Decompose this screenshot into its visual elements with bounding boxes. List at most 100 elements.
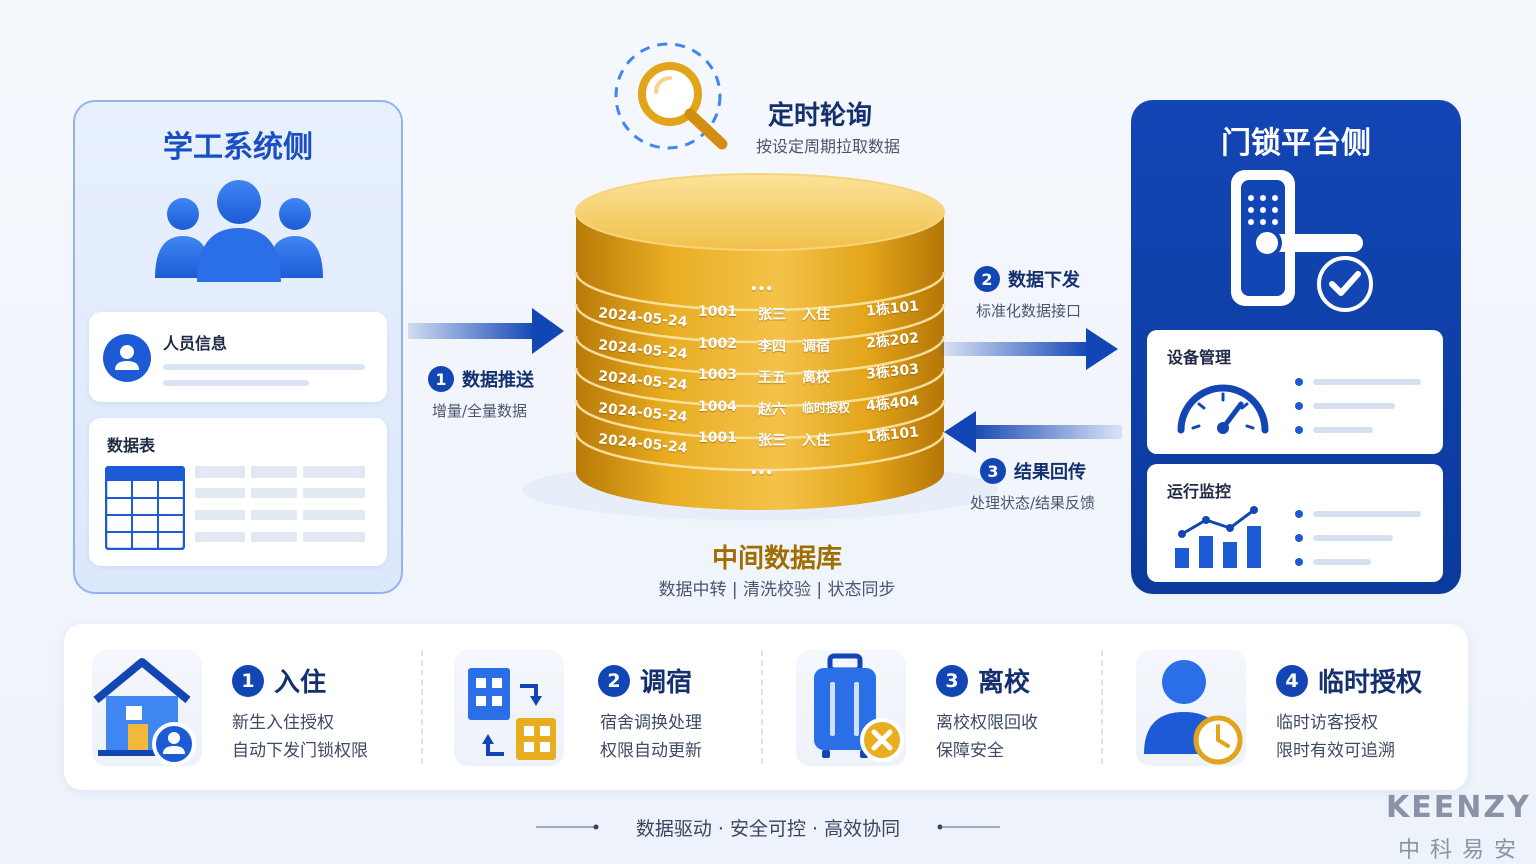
runtime-monitor-card: 运行监控 xyxy=(1147,464,1443,582)
data-table-card: 数据表 xyxy=(89,418,387,566)
scenario-icon-bg xyxy=(454,650,564,766)
device-management-label: 设备管理 xyxy=(1167,348,1232,367)
data-table-label: 数据表 xyxy=(107,436,156,455)
polling-title: 定时轮询 xyxy=(768,101,873,131)
push-sub: 增量/全量数据 xyxy=(432,402,528,420)
record-cell-name: 王五 xyxy=(758,370,786,386)
record-cell-room: 1001 xyxy=(698,304,737,320)
record-cell-name: 赵六 xyxy=(758,401,786,418)
middle-database-cylinder xyxy=(514,173,1006,530)
scenario-room-change-label: 调宿 xyxy=(640,668,693,698)
placeholder-line xyxy=(1313,379,1421,385)
step-3-badge: 3 xyxy=(980,458,1006,484)
database-title: 中间数据库 xyxy=(711,544,842,574)
brand-logo-cn: 中科易安 xyxy=(1398,838,1527,863)
record-cell-action: 入住 xyxy=(802,307,830,323)
placeholder-line xyxy=(1313,511,1421,517)
push-flow-label: 1 数据推送 增量/全量数据 xyxy=(428,366,534,421)
slogan-line-right xyxy=(937,824,1000,830)
record-cell-room: 1001 xyxy=(698,430,737,446)
record-cell-action: 调宿 xyxy=(802,338,830,355)
placeholder-line xyxy=(1313,535,1393,541)
student-system-panel: 学工系统侧 人员信息 数据表 xyxy=(73,100,403,594)
scenario-checkin-line2: 自动下发门锁权限 xyxy=(232,741,368,761)
luggage-icon xyxy=(814,653,904,762)
record-cell-date: 2024-05-24 xyxy=(597,399,689,426)
records-ellipsis-top: ••• xyxy=(750,282,774,296)
scenario-1-badge: 1 xyxy=(232,664,264,697)
student-system-title: 学工系统侧 xyxy=(163,130,313,165)
scenario-checkin: 1 入住 新生入住授权 自动下发门锁权限 xyxy=(64,624,404,790)
step-1-badge: 1 xyxy=(428,366,454,392)
record-cell-date: 2024-05-24 xyxy=(597,431,689,457)
scenario-temp-auth-line2: 限时有效可追溯 xyxy=(1276,741,1395,761)
person-info-card: 人员信息 xyxy=(89,312,387,402)
user-avatar-icon xyxy=(103,334,151,382)
smart-lock-icon xyxy=(1231,170,1373,312)
scenario-3-badge: 3 xyxy=(936,664,968,697)
magnifier-icon xyxy=(614,42,728,150)
scenario-strip: 1 入住 新生入住授权 自动下发门锁权限 xyxy=(64,624,1468,790)
record-cell-bed: 4栋404 xyxy=(865,392,920,415)
step-2-badge: 2 xyxy=(974,266,1000,292)
scenario-icon-bg xyxy=(796,650,906,766)
table-placeholder-rows xyxy=(195,466,365,542)
scenario-temp-auth-label: 临时授权 xyxy=(1318,668,1423,698)
feedback-arrow xyxy=(944,411,1122,453)
record-cell-room: 1003 xyxy=(698,367,737,383)
record-cell-name: 李四 xyxy=(758,338,786,355)
brand-logo-en: KEENZY xyxy=(1386,790,1531,825)
scenario-room-change: 2 调宿 宿舍调换处理 权限自动更新 xyxy=(428,624,768,790)
divider xyxy=(1101,650,1103,764)
record-cell-bed: 2栋202 xyxy=(865,329,920,352)
placeholder-line xyxy=(163,380,309,386)
placeholder-line xyxy=(163,364,365,370)
bar-chart-icon xyxy=(1175,506,1261,568)
record-cell-bed: 3栋303 xyxy=(865,361,920,383)
visitor-clock-icon xyxy=(1144,660,1243,765)
record-cell-action: 入住 xyxy=(802,433,830,449)
record-cell-action: 临时授权 xyxy=(802,400,851,415)
record-cell-bed: 1栋101 xyxy=(865,424,920,446)
scenario-leave-school-line1: 离校权限回收 xyxy=(936,713,1038,733)
scenario-checkin-title: 1 入住 xyxy=(232,662,326,699)
scenario-checkin-line1: 新生入住授权 xyxy=(232,713,334,733)
bullet-dot xyxy=(1295,378,1303,386)
bullet-dot xyxy=(1295,402,1303,410)
scenario-icon-bg xyxy=(92,650,202,766)
record-cell-bed: 1栋101 xyxy=(865,298,920,320)
feedback-label: 结果回传 xyxy=(1014,462,1086,483)
scenario-leave-school-line2: 保障安全 xyxy=(936,741,1004,761)
door-lock-platform-title: 门锁平台侧 xyxy=(1221,126,1371,161)
bullet-dot xyxy=(1295,534,1303,542)
scenario-checkin-label: 入住 xyxy=(274,668,327,698)
scenario-room-change-line2: 权限自动更新 xyxy=(600,741,702,761)
divider xyxy=(421,650,423,764)
people-group-icon xyxy=(155,180,323,282)
runtime-monitor-label: 运行监控 xyxy=(1167,482,1232,501)
feedback-sub: 处理状态/结果反馈 xyxy=(970,494,1096,512)
person-info-label: 人员信息 xyxy=(163,334,228,353)
gauge-icon xyxy=(1177,384,1269,434)
footer-slogan: 数据驱动 · 安全可控 · 高效协同 xyxy=(635,818,901,840)
bullet-dot xyxy=(1295,558,1303,566)
issue-arrow xyxy=(940,328,1118,370)
records-ellipsis-bottom: ••• xyxy=(750,466,774,480)
record-cell-date: 2024-05-24 xyxy=(597,368,689,394)
scenario-icon-bg xyxy=(1136,650,1246,766)
device-management-card: 设备管理 xyxy=(1147,330,1443,454)
scenario-room-change-line1: 宿舍调换处理 xyxy=(600,713,702,733)
polling-subtitle: 按设定周期拉取数据 xyxy=(756,137,901,156)
door-lock-platform-panel: 门锁平台侧 设备管理 xyxy=(1131,100,1461,594)
scenario-2-badge: 2 xyxy=(598,664,630,697)
push-label: 数据推送 xyxy=(462,370,534,391)
record-cell-action: 离校 xyxy=(802,370,830,386)
placeholder-line xyxy=(1313,403,1395,409)
feedback-flow-label: 3 结果回传 处理状态/结果反馈 xyxy=(970,458,1095,513)
scenario-temp-auth-line1: 临时访客授权 xyxy=(1276,713,1378,733)
